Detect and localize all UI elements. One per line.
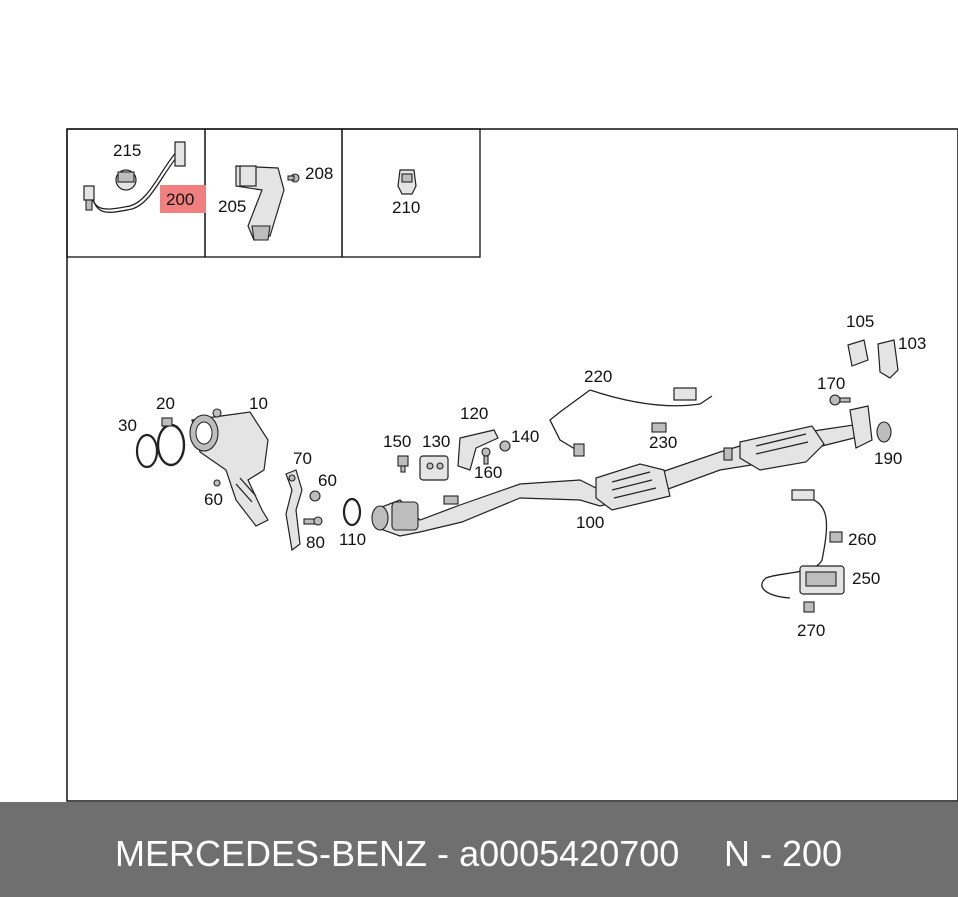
bolt-170 <box>829 394 851 406</box>
callout-30: 30 <box>118 416 137 435</box>
oxygen-sensor-inset-part <box>83 141 186 213</box>
callout-60-right: 60 <box>318 471 337 490</box>
callout-220: 220 <box>584 367 612 386</box>
diagram-frame <box>66 128 958 802</box>
gasket-ring-30 <box>135 433 159 469</box>
hanger-103 <box>877 339 899 379</box>
callout-260: 260 <box>848 530 876 549</box>
callout-130: 130 <box>422 432 450 451</box>
bracket-70 <box>285 469 303 552</box>
bolt-150 <box>397 455 409 473</box>
callout-100: 100 <box>576 513 604 532</box>
highlight-200 <box>160 185 206 213</box>
callout-170: 170 <box>817 374 845 393</box>
hanger-105 <box>847 339 869 367</box>
bolt-260 <box>829 531 843 543</box>
hanger-130 <box>419 455 449 481</box>
title-separator: - <box>437 833 450 874</box>
catalytic-converter-10 <box>189 408 269 527</box>
part-number: a0005420700 <box>459 833 680 874</box>
callout-103: 103 <box>898 334 926 353</box>
bracket-120 <box>457 429 499 471</box>
callout-110: 110 <box>339 530 366 549</box>
part-title: MERCEDES-BENZ - a0005420700 <box>115 833 679 875</box>
exhaust-pipe-100 <box>371 423 863 537</box>
bolt-140 <box>499 440 511 452</box>
callout-70: 70 <box>293 449 312 468</box>
gasket-110 <box>342 497 362 527</box>
callout-215: 215 <box>113 141 141 160</box>
nut-60-right <box>309 490 321 502</box>
position-label: N - 200 <box>724 833 843 874</box>
callout-160: 160 <box>474 463 502 482</box>
nox-sensor-module-250 <box>761 489 845 599</box>
callout-140: 140 <box>511 427 539 446</box>
callout-270: 270 <box>797 621 825 640</box>
callout-230: 230 <box>649 433 677 452</box>
bolt-80 <box>303 516 323 526</box>
exhaust-parts-diagram: 215 200 208 205 210 105 103 220 170 20 1… <box>66 128 958 802</box>
part-footer-bar: MERCEDES-BENZ - a0005420700 N - 200 <box>0 802 958 897</box>
exhaust-sensor-220 <box>549 387 713 457</box>
callout-120: 120 <box>460 404 488 423</box>
bolt-270 <box>803 601 815 613</box>
callout-200: 200 <box>166 190 194 209</box>
callout-150: 150 <box>383 432 411 451</box>
callout-10: 10 <box>249 394 268 413</box>
callout-208: 208 <box>305 164 333 183</box>
callout-205: 205 <box>218 197 246 216</box>
callout-80: 80 <box>306 533 325 552</box>
bracket-inset-part <box>235 165 300 241</box>
clip-inset-part <box>397 169 417 195</box>
callout-250: 250 <box>852 569 880 588</box>
callout-210: 210 <box>392 198 420 217</box>
callout-105: 105 <box>846 312 874 331</box>
brand-name: MERCEDES-BENZ <box>115 833 428 874</box>
clamp-20 <box>156 417 186 467</box>
bolt-160 <box>481 447 491 465</box>
bracket-190 <box>849 405 892 449</box>
inset-box-clip <box>341 128 481 258</box>
callout-20: 20 <box>156 394 175 413</box>
clip-230 <box>651 422 667 433</box>
callout-190: 190 <box>874 449 902 468</box>
callout-60-left: 60 <box>204 490 223 509</box>
